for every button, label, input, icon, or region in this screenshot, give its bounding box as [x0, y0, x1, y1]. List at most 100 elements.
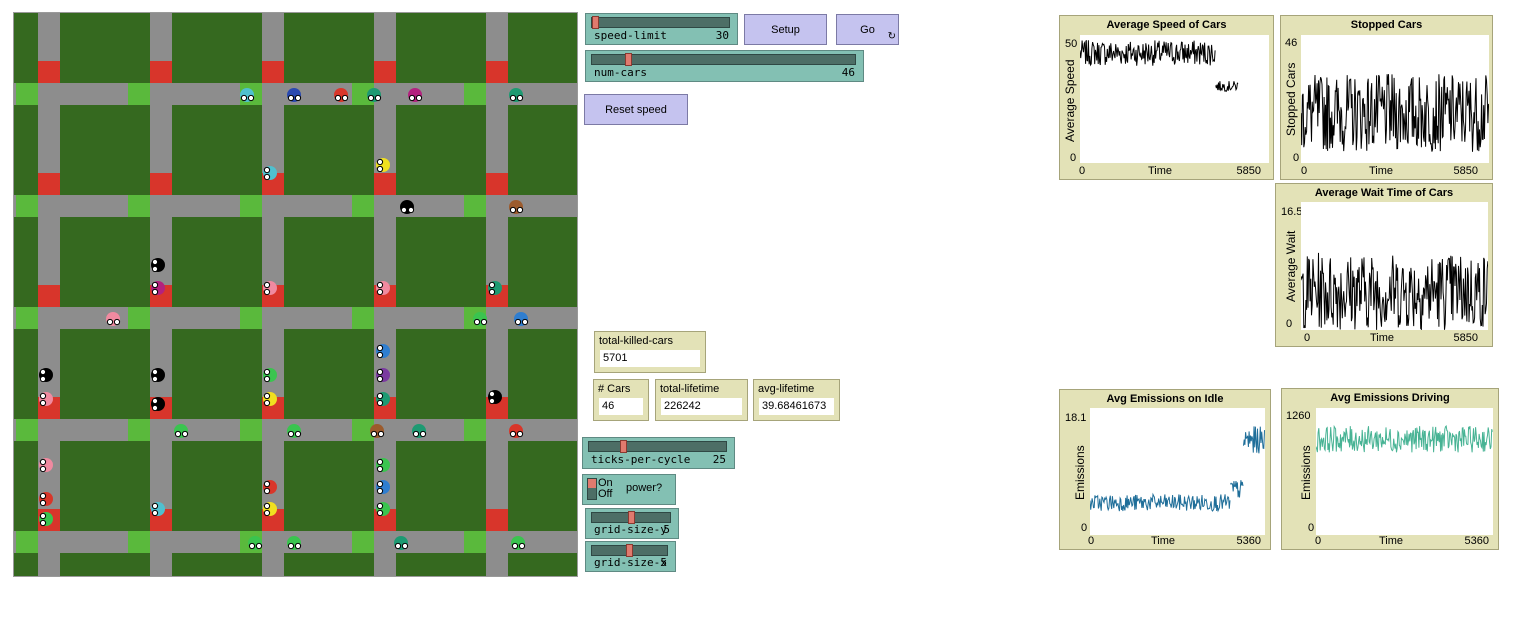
traffic-light-green	[128, 531, 150, 553]
car[interactable]	[263, 281, 277, 296]
car[interactable]	[412, 424, 427, 438]
car[interactable]	[488, 390, 502, 405]
world-view[interactable]	[13, 12, 578, 577]
plot-canvas	[1089, 426, 1265, 513]
slider-handle[interactable]	[620, 440, 627, 453]
slider-track[interactable]	[591, 16, 730, 29]
car[interactable]	[376, 281, 390, 296]
setup-button[interactable]: Setup	[744, 14, 827, 45]
grid-size-y-slider[interactable]: grid-size-y 5	[585, 508, 679, 539]
car[interactable]	[488, 281, 502, 296]
plot-canvas	[1300, 74, 1490, 152]
x-max-label: 5360	[1236, 535, 1261, 547]
y-min-label: 0	[1308, 522, 1315, 534]
total-killed-cars-monitor: total-killed-cars 5701	[594, 331, 706, 373]
speed-limit-slider[interactable]: speed-limit 30	[585, 13, 738, 45]
car[interactable]	[376, 502, 390, 517]
plot-title: Average Speed of Cars	[1106, 19, 1227, 31]
plot-area	[1300, 202, 1489, 331]
car[interactable]	[39, 492, 53, 507]
car[interactable]	[287, 536, 302, 550]
series-line	[1079, 40, 1216, 67]
go-button[interactable]: Go ↻	[836, 14, 899, 45]
slider-label: grid-size-x	[594, 556, 667, 569]
slider-value: 46	[841, 66, 855, 79]
grid-size-x-slider[interactable]: grid-size-x 5	[585, 541, 676, 572]
car[interactable]	[394, 536, 409, 550]
car[interactable]	[334, 88, 349, 102]
ticks-per-cycle-slider[interactable]: ticks-per-cycle 25	[582, 437, 735, 469]
plot-canvas	[1300, 252, 1489, 331]
car[interactable]	[151, 368, 165, 383]
car[interactable]	[263, 502, 277, 517]
car[interactable]	[39, 458, 53, 473]
car[interactable]	[376, 458, 390, 473]
car[interactable]	[511, 536, 526, 550]
car[interactable]	[376, 480, 390, 495]
car[interactable]	[370, 424, 385, 438]
car[interactable]	[367, 88, 382, 102]
car[interactable]	[400, 200, 415, 214]
car[interactable]	[151, 258, 165, 273]
y-min-label: 0	[1293, 152, 1300, 164]
x-axis-label: Time	[1148, 165, 1173, 177]
traffic-light-green	[16, 195, 38, 217]
car[interactable]	[514, 312, 529, 326]
x-max-label: 5850	[1236, 165, 1261, 177]
slider-handle[interactable]	[592, 16, 599, 29]
car[interactable]	[376, 344, 390, 359]
grass	[14, 13, 577, 576]
car[interactable]	[263, 392, 277, 407]
car[interactable]	[376, 368, 390, 383]
car[interactable]	[509, 88, 524, 102]
power-switch[interactable]: On Off power?	[582, 474, 676, 505]
car[interactable]	[287, 424, 302, 438]
car[interactable]	[39, 368, 53, 383]
car[interactable]	[151, 281, 165, 296]
slider-track[interactable]	[588, 440, 727, 453]
road-horizontal	[14, 307, 577, 329]
slider-handle[interactable]	[625, 53, 632, 66]
slider-handle[interactable]	[628, 511, 635, 524]
y-axis-label: Emissions	[1073, 445, 1087, 500]
y-max-label: 46	[1285, 37, 1298, 49]
car[interactable]	[174, 424, 189, 438]
car[interactable]	[151, 502, 165, 517]
slider-value: 5	[660, 556, 667, 569]
switch-toggle[interactable]	[587, 478, 597, 500]
y-axis-label: Emissions	[1299, 445, 1313, 500]
x-min-label: 0	[1088, 535, 1095, 547]
car[interactable]	[263, 166, 277, 181]
slider-track[interactable]	[591, 544, 668, 557]
y-max-label: 16.5	[1281, 206, 1303, 218]
car[interactable]	[240, 88, 255, 102]
monitor-label: total-lifetime	[660, 383, 720, 395]
slider-value: 25	[712, 453, 726, 466]
slider-track[interactable]	[591, 53, 856, 66]
reset-speed-button[interactable]: Reset speed	[584, 94, 688, 125]
car[interactable]	[248, 536, 263, 550]
num-cars-slider[interactable]: num-cars 46	[585, 50, 864, 82]
car[interactable]	[376, 158, 390, 173]
traffic-light-green	[240, 419, 262, 441]
car[interactable]	[106, 312, 121, 326]
traffic-light-green	[16, 531, 38, 553]
plot-canvas	[1079, 40, 1239, 93]
car[interactable]	[263, 480, 277, 495]
car[interactable]	[376, 392, 390, 407]
car[interactable]	[39, 512, 53, 527]
monitor-label: avg-lifetime	[758, 383, 815, 395]
road-horizontal	[14, 195, 577, 217]
slider-handle[interactable]	[626, 544, 633, 557]
car[interactable]	[263, 368, 277, 383]
car[interactable]	[509, 200, 524, 214]
slider-track[interactable]	[591, 511, 671, 524]
car[interactable]	[287, 88, 302, 102]
car[interactable]	[39, 392, 53, 407]
car[interactable]	[509, 424, 524, 438]
plot-title: Avg Emissions Driving	[1330, 392, 1450, 404]
car[interactable]	[151, 397, 165, 412]
car[interactable]	[408, 88, 423, 102]
plot-title: Avg Emissions on Idle	[1106, 393, 1224, 405]
car[interactable]	[473, 312, 488, 326]
